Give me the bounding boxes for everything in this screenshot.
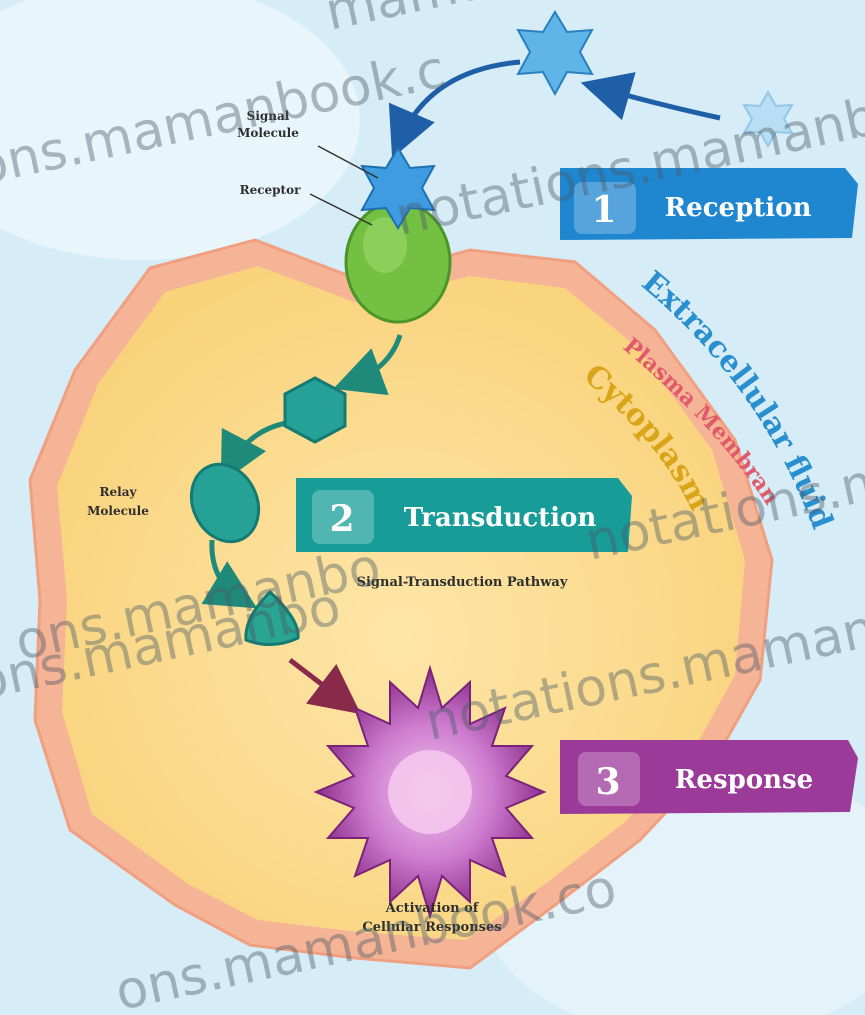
stage-title: Transduction [404,503,597,533]
pathway-label: Signal-Transduction Pathway [357,575,568,590]
stage-title: Reception [665,193,812,223]
stage-number: 3 [595,761,620,803]
stage-number: 2 [329,498,354,540]
relay-molecule-label: Relay [100,485,138,499]
stage-title: Response [675,765,813,795]
response-core [388,750,472,834]
relay-molecule-hexagon-icon [285,378,345,442]
relay-molecule-label: Molecule [87,504,149,518]
stage-response-banner: 3 Response [560,740,858,814]
receptor-label: Receptor [240,183,301,197]
